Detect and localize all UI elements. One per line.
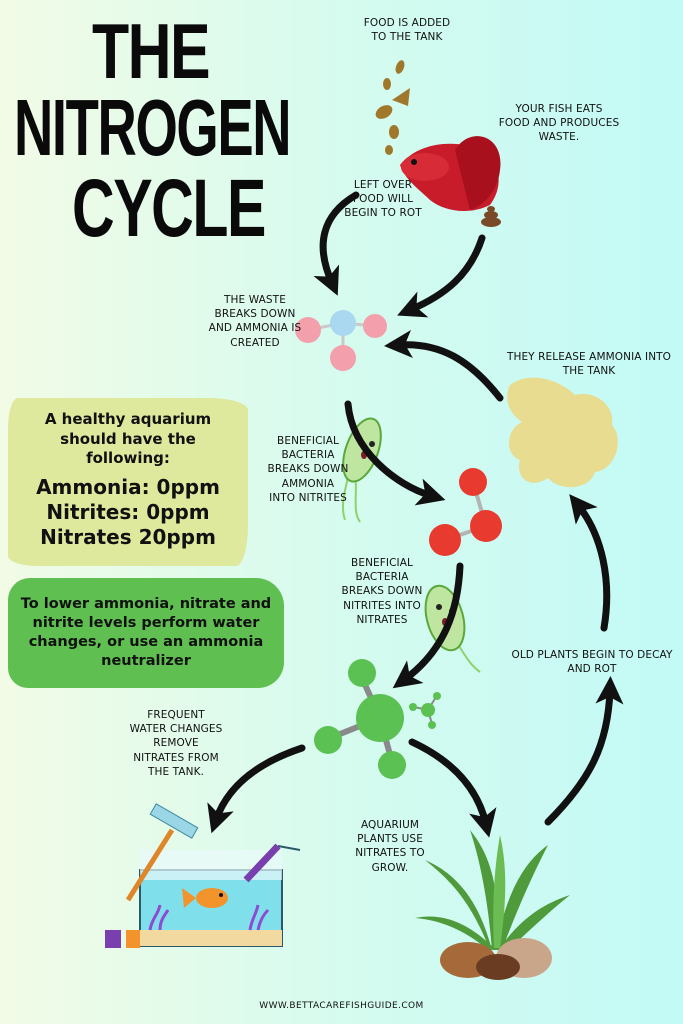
caption-release-ammonia: THEY RELEASE AMMONIA INTO THE TANK (506, 351, 672, 378)
arrow-nitrate-to-plant (408, 738, 497, 838)
ammonia-level: Ammonia: 0ppm (36, 474, 220, 499)
aquarium-tank-icon (105, 803, 301, 948)
caption-leftover-food: LEFT OVER FOOD WILL BEGIN TO ROT (344, 179, 422, 220)
caption-old-plants: OLD PLANTS BEGIN TO DECAY AND ROT (511, 649, 673, 676)
arrow-nitrate-to-tank (207, 744, 306, 834)
betta-fish-icon (400, 136, 501, 212)
waste-icon (481, 206, 501, 227)
title-line-1: THE (92, 7, 211, 95)
title-line-2: NITROGEN (14, 83, 292, 172)
caption-plants-use: AQUARIUM PLANTS USE NITRATES TO GROW. (355, 819, 425, 874)
nitrite-molecule-icon (429, 468, 502, 556)
arrow-plant-to-decay (544, 676, 624, 826)
healthy-levels-lead: A healthy aquarium should have the follo… (44, 410, 212, 467)
ammonia-molecule-icon (295, 310, 387, 371)
caption-fish-eats: YOUR FISH EATS FOOD AND PRODUCES WASTE. (498, 103, 620, 144)
ammonia-cloud-icon (507, 377, 618, 488)
nitrites-level: Nitrites: 0ppm (46, 499, 210, 524)
arrow-fish-to-ammonia (397, 234, 486, 318)
arrow-food-to-ammonia (313, 191, 360, 296)
tip-text: To lower ammonia, nitrate and nitrite le… (20, 596, 272, 669)
arrow-nitrite-to-nitrate (392, 562, 464, 689)
arrow-decay-to-cloud (569, 494, 611, 632)
arrow-ammonia-to-nitrite (344, 400, 446, 506)
caption-bacteria-nitrates: BENEFICIAL BACTERIA BREAKS DOWN NITRITES… (341, 557, 423, 626)
caption-water-changes: FREQUENT WATER CHANGES REMOVE NITRATES F… (129, 709, 223, 778)
caption-food-added: FOOD IS ADDED TO THE TANK (363, 17, 451, 44)
caption-bacteria-nitrites: BENEFICIAL BACTERIA BREAKS DOWN AMMONIA … (267, 435, 349, 504)
nitrates-level: Nitrates 20ppm (40, 524, 216, 549)
title-line-3: CYCLE (72, 163, 266, 254)
cycle-arrows (207, 191, 624, 838)
aquarium-plant-icon (415, 830, 570, 980)
goldfish-icon (182, 888, 228, 908)
website-link[interactable]: WWW.BETTACAREFISHGUIDE.COM (259, 1001, 424, 1011)
food-flakes-icon (375, 60, 410, 155)
nitrate-molecule-icon (314, 659, 441, 779)
caption-waste-breaks-down: THE WASTE BREAKS DOWN AND AMMONIA IS CRE… (208, 294, 302, 349)
healthy-levels-box: A healthy aquarium should have the follo… (8, 398, 248, 566)
arrow-cloud-to-ammonia (384, 330, 504, 402)
tip-box: To lower ammonia, nitrate and nitrite le… (8, 578, 284, 688)
